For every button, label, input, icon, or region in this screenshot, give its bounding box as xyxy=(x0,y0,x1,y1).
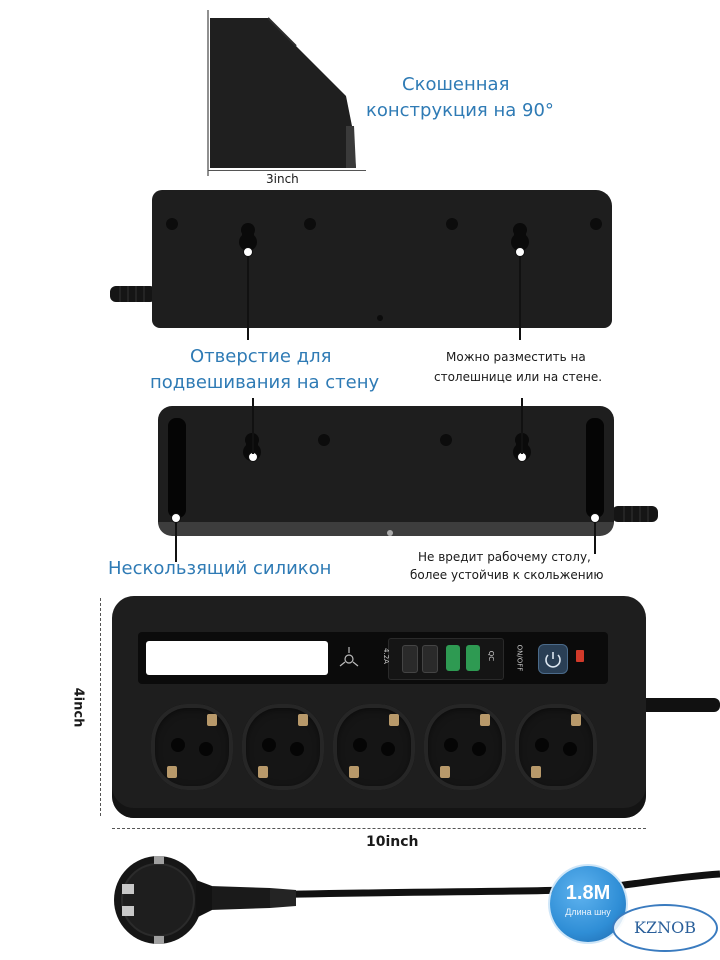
socket-clip xyxy=(480,714,490,726)
socket-pin xyxy=(444,738,458,752)
desk-callout-dot xyxy=(590,513,600,523)
bottom-wall-line xyxy=(252,398,254,454)
desk-line2: более устойчив к скольжению xyxy=(410,568,604,582)
socket xyxy=(242,704,324,790)
wall-mount-line2: подвешивания на стену xyxy=(150,372,380,393)
wall-mount-line1: Отверстие для xyxy=(190,346,332,367)
silicone-callout-line xyxy=(175,518,177,562)
socket-clip xyxy=(571,714,581,726)
back-hole-1 xyxy=(166,218,178,230)
socket-clip xyxy=(207,714,217,726)
desk-line1: Не вредит рабочему столу, xyxy=(418,550,591,564)
front-cable xyxy=(640,698,720,712)
wall-callout-line xyxy=(247,252,249,340)
qc-label: QC xyxy=(487,650,496,662)
cable-length-subtitle: Длина шну xyxy=(565,907,611,917)
watermark-text: KZNOB xyxy=(634,918,696,937)
back-hole-4 xyxy=(590,218,602,230)
back-bottom-dot xyxy=(377,315,383,321)
socket-pin xyxy=(262,738,276,752)
socket-pin xyxy=(535,738,549,752)
placement-line1: Можно разместить на xyxy=(446,350,586,364)
desk-callout-line xyxy=(594,518,596,554)
power-icon xyxy=(545,652,561,668)
keyhole-left-icon xyxy=(239,223,257,251)
placement-callout-line xyxy=(519,252,521,340)
socket-pin xyxy=(381,742,395,756)
socket-pin xyxy=(563,742,577,756)
wall-callout-dot xyxy=(243,247,253,257)
cable-length-value: 1.8M xyxy=(565,882,611,904)
overload-indicator xyxy=(576,650,584,662)
socket-clip xyxy=(258,766,268,778)
silicone-label: Нескользящий силикон xyxy=(108,558,332,579)
socket-clip xyxy=(531,766,541,778)
bottom-hole-2 xyxy=(440,434,452,446)
placement-callout-dot xyxy=(515,247,525,257)
silicone-strip-right xyxy=(586,418,604,518)
back-hole-3 xyxy=(446,218,458,230)
side-profile-shape xyxy=(207,10,356,176)
back-cable xyxy=(110,286,156,302)
usb-a-port-1[interactable] xyxy=(446,645,460,671)
bottom-hole-1 xyxy=(318,434,330,446)
schuko-plug-icon xyxy=(114,856,720,944)
socket xyxy=(424,704,506,790)
usb-c-port-1[interactable] xyxy=(402,645,418,673)
height-dimension xyxy=(100,598,101,816)
bottom-view-body xyxy=(158,406,614,536)
width-label: 10inch xyxy=(366,834,419,850)
socket-pin xyxy=(171,738,185,752)
side-width-label: 3inch xyxy=(266,172,299,186)
socket-clip xyxy=(440,766,450,778)
socket xyxy=(333,704,415,790)
socket-pin xyxy=(199,742,213,756)
bevel-title-line2: конструкция на 90° xyxy=(366,100,554,121)
bevel-title-line1: Скошенная xyxy=(402,74,510,95)
socket xyxy=(151,704,233,790)
socket-pin xyxy=(472,742,486,756)
usb-a-port-2[interactable] xyxy=(466,645,480,671)
bottom-center-dot xyxy=(387,530,393,536)
power-button[interactable] xyxy=(538,644,568,674)
socket-clip xyxy=(389,714,399,726)
switch-label: ON/OFF xyxy=(515,644,524,672)
indicator-window xyxy=(146,641,328,675)
socket-clip xyxy=(298,714,308,726)
height-label: 4inch xyxy=(70,687,86,728)
watermark-logo: KZNOB xyxy=(612,904,718,952)
socket-pin xyxy=(353,738,367,752)
silicone-callout-dot xyxy=(171,513,181,523)
bottom-cable xyxy=(612,506,658,522)
bottom-placement-line xyxy=(521,398,523,454)
socket-pin xyxy=(290,742,304,756)
back-view-body xyxy=(152,190,612,328)
socket-clip xyxy=(349,766,359,778)
usb-rating-label: 4.2A xyxy=(381,648,390,664)
placement-line2: столешнице или на стене. xyxy=(434,370,603,384)
usb-c-port-2[interactable] xyxy=(422,645,438,673)
silicone-strip-left xyxy=(168,418,186,518)
socket-clip xyxy=(167,766,177,778)
socket xyxy=(515,704,597,790)
width-dimension xyxy=(112,828,646,829)
back-hole-2 xyxy=(304,218,316,230)
power-symbol-icon xyxy=(339,647,359,667)
side-width-dimension xyxy=(208,170,366,171)
keyhole-right-icon xyxy=(511,223,529,251)
